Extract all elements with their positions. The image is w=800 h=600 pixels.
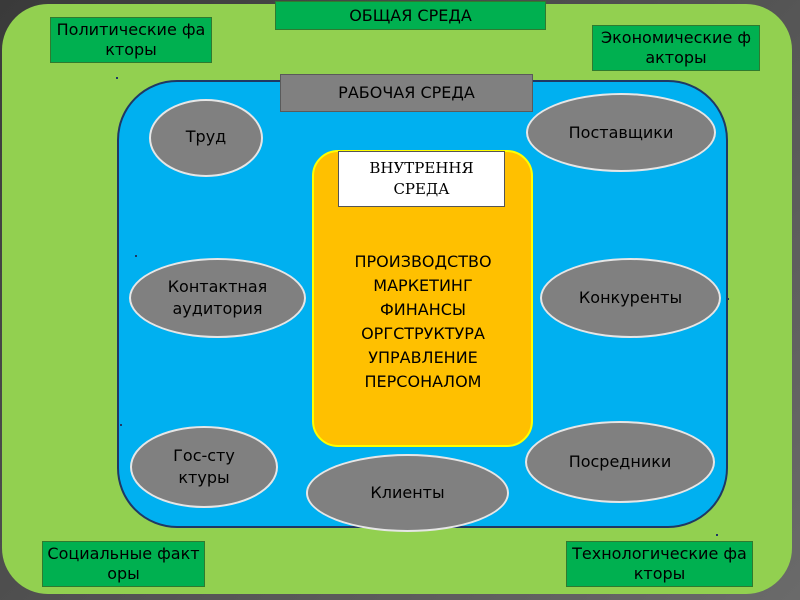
competitors-ellipse: Конкуренты	[540, 258, 721, 338]
labor-ellipse: Труд	[149, 99, 263, 177]
clients-label: Клиенты	[370, 483, 445, 502]
internal-functions-list: ПРОИЗВОДСТВО МАРКЕТИНГ ФИНАНСЫ ОРГСТРУКТ…	[320, 250, 526, 394]
decorative-dot	[120, 424, 122, 426]
decorative-dot	[716, 534, 718, 536]
work-environment-title: РАБОЧАЯ СРЕДА	[280, 74, 533, 112]
gov-structures-label: Гос-стуктуры	[173, 446, 235, 487]
labor-label: Труд	[185, 127, 227, 146]
decorative-dot	[727, 298, 729, 300]
gov-structures-ellipse: Гос-стуктуры	[130, 426, 278, 508]
general-environment-title: ОБЩАЯ СРЕДА	[275, 1, 546, 30]
clients-ellipse: Клиенты	[306, 454, 509, 532]
economic-factors-box: Экономические факторы	[592, 25, 760, 71]
contact-audience-ellipse: Контактная аудитория	[129, 258, 306, 338]
competitors-label: Конкуренты	[578, 288, 683, 307]
intermediaries-label: Посредники	[568, 452, 672, 471]
internal-environment-title: ВНУТРЕННЯ СРЕДА	[338, 151, 505, 207]
decorative-dot	[116, 77, 118, 79]
internal-function: ОРГСТРУКТУРА	[361, 324, 485, 343]
contact-audience-label: Контактная аудитория	[167, 277, 268, 318]
suppliers-ellipse: Поставщики	[526, 93, 716, 172]
internal-function: ФИНАНСЫ	[379, 300, 467, 319]
intermediaries-ellipse: Посредники	[525, 421, 715, 503]
social-factors-box: Социальные факторы	[42, 541, 205, 587]
decorative-dot	[135, 255, 137, 257]
suppliers-label: Поставщики	[568, 122, 674, 142]
political-factors-box: Политические факторы	[50, 17, 212, 63]
technological-factors-box: Технологические факторы	[566, 541, 753, 587]
internal-function: ПРОИЗВОДСТВО	[354, 252, 492, 271]
internal-function: ПЕРСОНАЛОМ	[364, 372, 482, 391]
internal-function: МАРКЕТИНГ	[373, 276, 473, 295]
internal-function: УПРАВЛЕНИЕ	[368, 348, 478, 367]
